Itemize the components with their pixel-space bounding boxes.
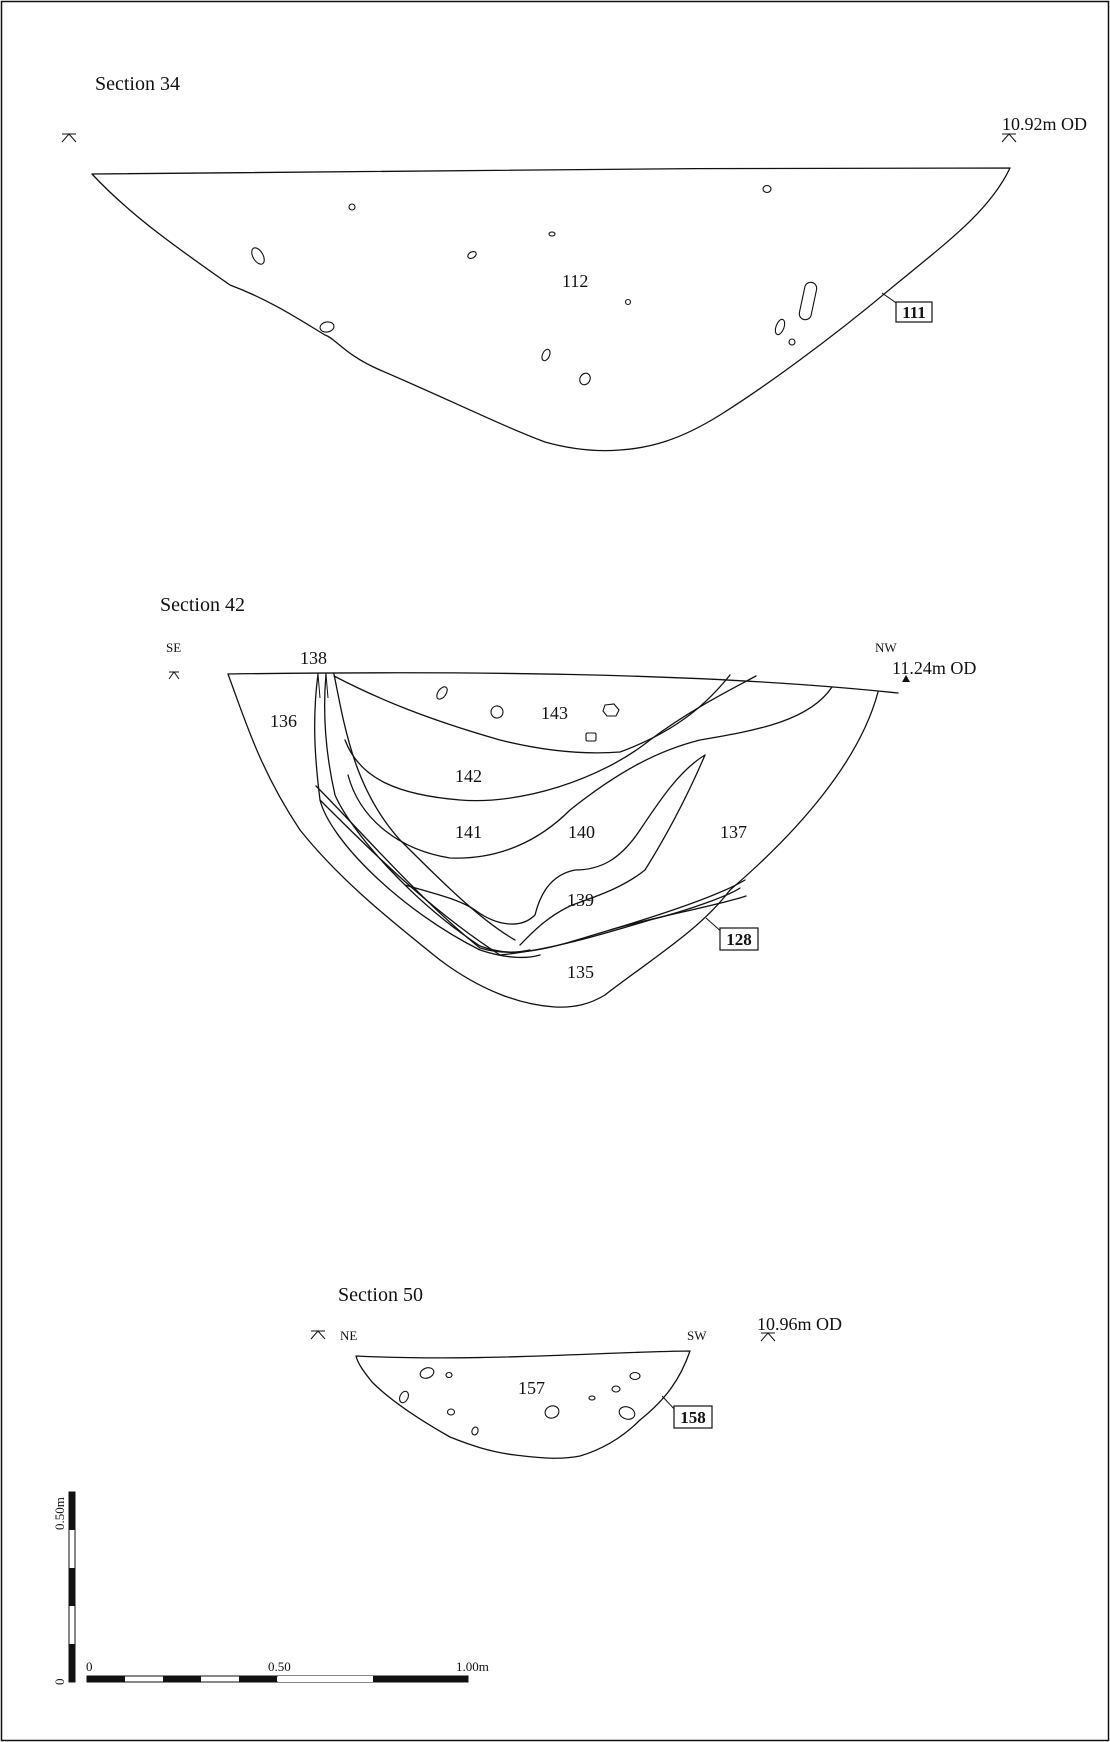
section-42-cut-profile	[227, 673, 879, 1008]
layer-141-boundary	[347, 686, 833, 859]
layer-139-label: 139	[567, 890, 594, 910]
section-34: Section 34 10.92m OD 112	[61, 73, 1087, 452]
section-42-level: 11.24m OD	[892, 658, 976, 678]
datum-marker-icon	[61, 133, 77, 143]
section-50: Section 50 NE SW 10.96m OD 157 158	[310, 1284, 842, 1459]
section-34-inclusions	[251, 184, 818, 386]
vertical-scale-zero-label: 0	[52, 1679, 67, 1686]
layer-138-line	[317, 673, 321, 699]
section-42: Section 42 SE NW 11.24m OD	[160, 594, 976, 1008]
layer-143-boundary	[333, 674, 731, 754]
section-34-fill-label: 112	[562, 271, 588, 291]
section-42-surface	[227, 672, 899, 694]
layer-140-boundary	[404, 754, 706, 925]
layer-138-line	[325, 673, 329, 699]
layer-137-boundary	[519, 754, 706, 946]
section-50-title: Section 50	[338, 1284, 423, 1306]
layer-142-boundary	[344, 675, 757, 802]
layer-136-label: 136	[270, 711, 297, 731]
section-50-right-direction: SW	[687, 1328, 707, 1343]
section-42-cut-label: 128	[726, 930, 752, 949]
section-50-left-direction: NE	[340, 1328, 357, 1343]
section-42-left-direction: SE	[166, 640, 181, 655]
section-50-cut-label: 158	[680, 1408, 706, 1427]
section-50-profile	[355, 1350, 691, 1459]
section-34-title: Section 34	[95, 73, 180, 95]
horizontal-scale-zero-label: 0	[86, 1659, 93, 1674]
layer-141-label: 141	[455, 822, 482, 842]
section-34-profile	[91, 167, 1011, 452]
section-34-level: 10.92m OD	[1002, 114, 1087, 134]
layer-140-label: 140	[568, 822, 595, 842]
section-42-right-direction: NW	[875, 640, 897, 655]
layer-142-label: 142	[455, 766, 482, 786]
datum-marker-icon	[760, 1332, 776, 1342]
scale-bar: 0.50m 0 0 0.50 1.00m	[52, 1491, 489, 1686]
layer-138-label: 138	[300, 648, 327, 668]
datum-marker-icon	[1001, 133, 1017, 143]
section-42-title: Section 42	[160, 594, 245, 616]
layer-141-lower	[333, 673, 516, 941]
section-42-cut-box	[719, 927, 759, 951]
section-34-cut-label: 111	[902, 303, 926, 322]
layer-139-boundary	[323, 673, 531, 953]
section-42-inclusions	[436, 686, 620, 742]
datum-marker-icon	[310, 1330, 326, 1340]
section-50-cut-box	[673, 1405, 713, 1429]
layer-135-boundary	[315, 785, 747, 954]
horizontal-scale-end-label: 1.00m	[456, 1659, 489, 1674]
layer-135-inner	[319, 799, 741, 956]
horizontal-scale-mid-label: 0.50	[268, 1659, 291, 1674]
section-50-level: 10.96m OD	[757, 1314, 842, 1334]
section-34-cut-box	[895, 301, 933, 323]
layer-143-label: 143	[541, 703, 568, 723]
section-50-inclusions	[399, 1367, 641, 1436]
vertical-scale-top-label: 0.50m	[52, 1497, 67, 1530]
section-50-fill-label: 157	[518, 1378, 545, 1398]
datum-marker-icon	[168, 671, 180, 680]
level-triangle-icon	[902, 675, 910, 682]
layer-135-label: 135	[567, 962, 594, 982]
layer-137-lower	[609, 879, 746, 931]
layer-137-label: 137	[720, 822, 747, 842]
